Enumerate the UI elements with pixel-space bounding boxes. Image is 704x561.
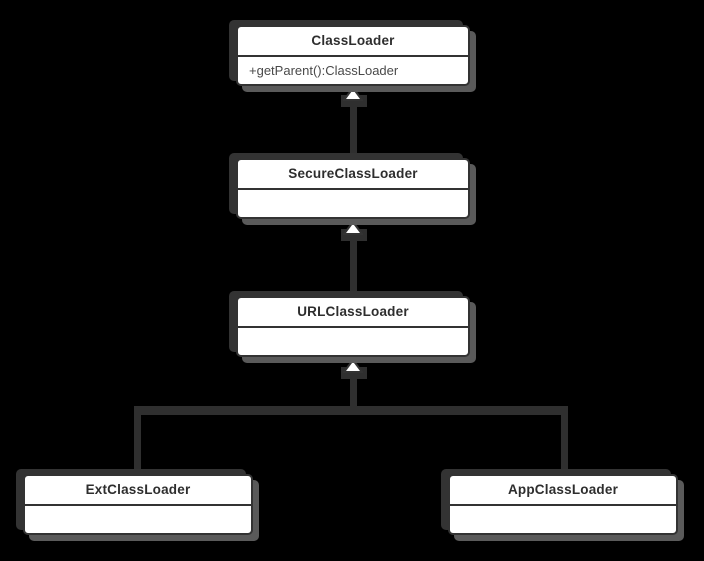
edge-branch-left-leg xyxy=(134,406,141,474)
class-member: +getParent():ClassLoader xyxy=(249,63,399,78)
class-name: ClassLoader xyxy=(238,27,468,57)
class-name: SecureClassLoader xyxy=(238,160,468,190)
class-members-empty xyxy=(25,506,251,533)
class-node-extclassloader: ExtClassLoader xyxy=(23,474,253,535)
class-members-empty xyxy=(450,506,676,533)
inheritance-arrowhead-icon xyxy=(343,221,363,235)
edge-branch-right-leg xyxy=(561,406,568,474)
class-members-empty xyxy=(238,328,468,355)
inheritance-arrowhead-icon xyxy=(343,87,363,101)
edge-secure-to-classloader xyxy=(350,99,357,158)
inheritance-arrowhead-icon xyxy=(343,359,363,373)
edge-url-to-secure xyxy=(350,233,357,296)
class-name: ExtClassLoader xyxy=(25,476,251,506)
class-node-secureclassloader: SecureClassLoader xyxy=(236,158,470,219)
class-name: AppClassLoader xyxy=(450,476,676,506)
class-name: URLClassLoader xyxy=(238,298,468,328)
class-node-urlclassloader: URLClassLoader xyxy=(236,296,470,357)
edge-branch-horizontal xyxy=(134,406,568,415)
edge-children-to-url xyxy=(350,371,357,410)
class-node-appclassloader: AppClassLoader xyxy=(448,474,678,535)
class-node-classloader: ClassLoader +getParent():ClassLoader xyxy=(236,25,470,86)
class-members-empty xyxy=(238,190,468,217)
